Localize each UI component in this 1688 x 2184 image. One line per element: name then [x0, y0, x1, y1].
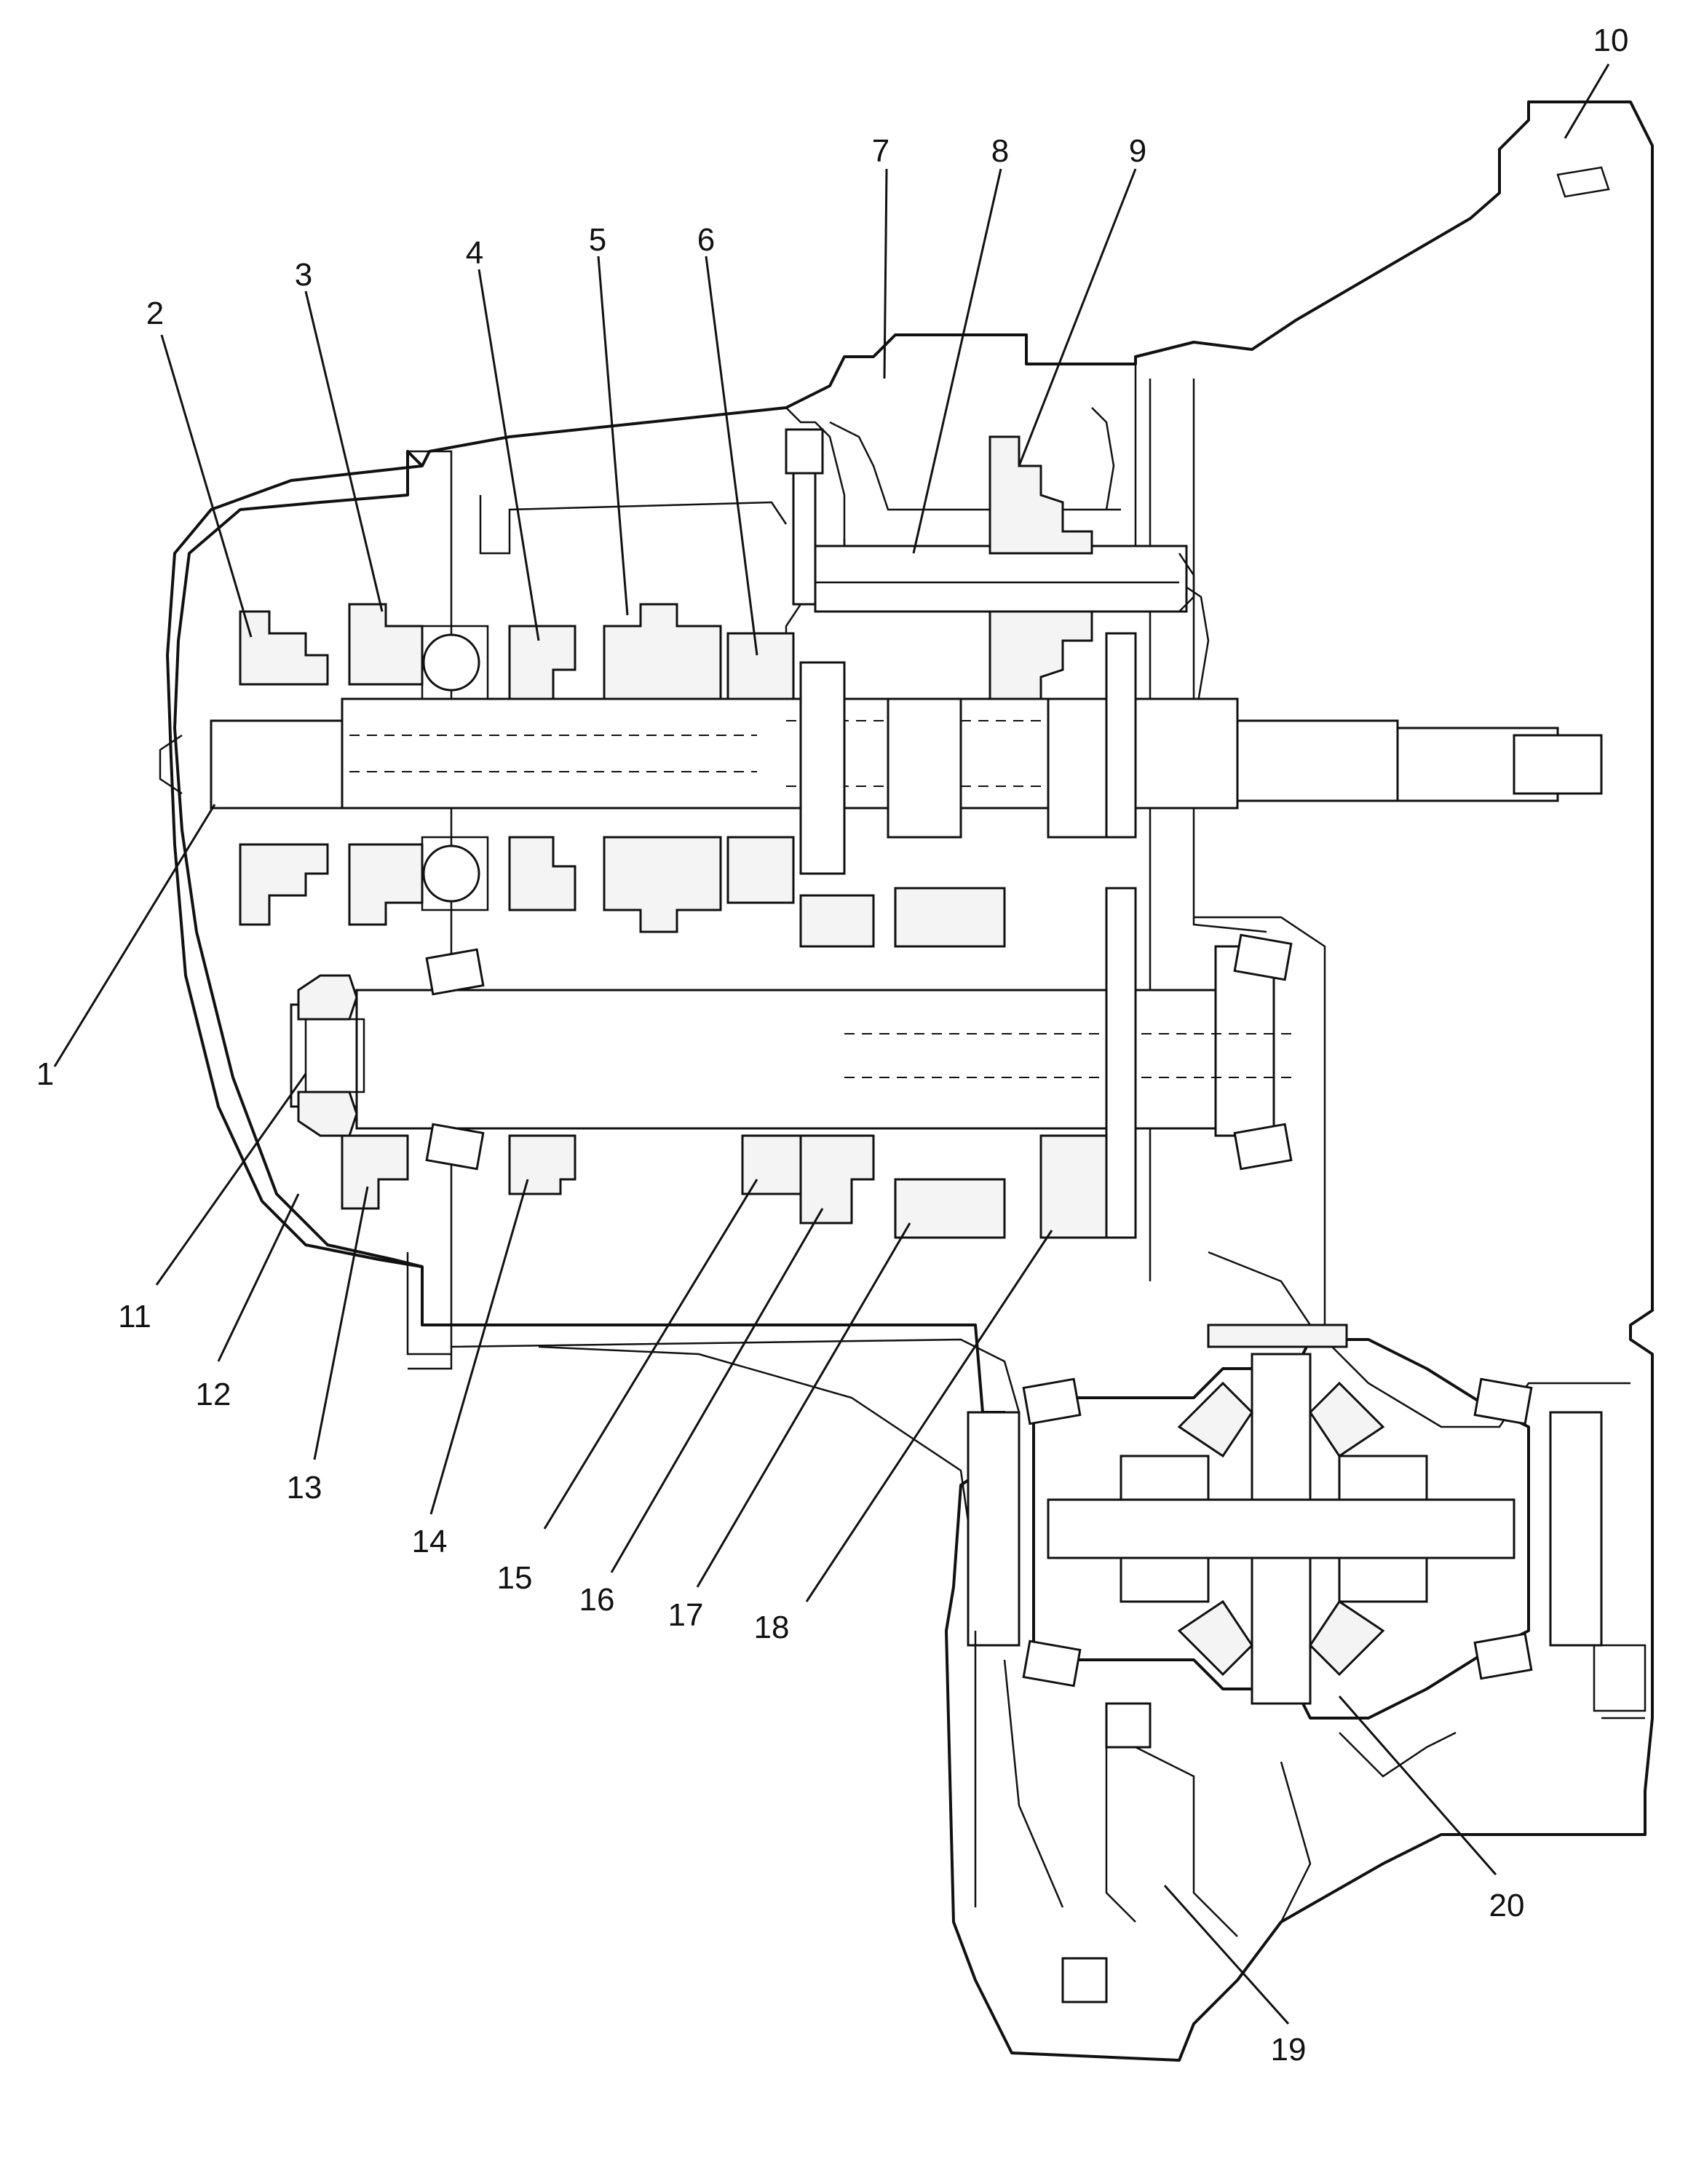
ring-gear-teeth — [1207, 1324, 1348, 1348]
transmission-housing — [159, 100, 1654, 2062]
reverse-idler-gear-upper — [988, 435, 1093, 555]
callout-13: 13 — [287, 1470, 322, 1506]
leader-10 — [1564, 63, 1610, 139]
callout-12: 12 — [196, 1377, 231, 1412]
callout-2: 2 — [146, 296, 164, 331]
callout-11: 11 — [118, 1299, 151, 1334]
gear-15 — [741, 1134, 802, 1195]
diff-right-seal — [1549, 1411, 1603, 1647]
callout-labels: 1 2 3 4 5 6 7 8 9 10 11 12 13 14 15 16 1… — [36, 23, 1629, 2068]
callout-18: 18 — [754, 1610, 790, 1645]
leader-lines — [53, 63, 1610, 2025]
pinion-gear-upper-left — [1177, 1381, 1253, 1458]
output-shaft-assembly — [290, 887, 1296, 1239]
leader-7 — [883, 168, 888, 379]
tapered-roller-upper-left — [425, 948, 485, 996]
callout-1: 1 — [36, 1056, 54, 1092]
callout-5: 5 — [589, 222, 606, 258]
gear-13 — [341, 1134, 409, 1210]
callout-19: 19 — [1271, 2032, 1307, 2068]
leader-17 — [696, 1222, 911, 1588]
leader-14 — [429, 1179, 529, 1515]
diff-left-seal — [967, 1411, 1021, 1647]
idler-bolt-shank — [792, 472, 817, 606]
leader-2 — [160, 334, 253, 638]
callout-3: 3 — [295, 257, 312, 293]
input-bearing-ball-upper — [422, 633, 480, 692]
idler-bolt-head — [785, 428, 824, 475]
gear-6-upper — [726, 632, 795, 700]
callout-15: 15 — [497, 1560, 533, 1596]
leader-16 — [610, 1208, 824, 1573]
leader-12 — [217, 1193, 300, 1362]
input-shaft-front-end — [210, 719, 344, 810]
leader-15 — [543, 1179, 758, 1530]
output-shaft-body — [355, 989, 1217, 1130]
leader-1 — [53, 804, 216, 1067]
leader-6 — [705, 256, 758, 656]
callout-17: 17 — [668, 1597, 704, 1633]
gear-3-upper — [348, 603, 424, 686]
gear-14 — [508, 1134, 576, 1195]
sync-hub-upper-left — [239, 610, 329, 686]
leader-4 — [478, 269, 540, 641]
gear-16 — [799, 1134, 875, 1224]
gear-6-web — [799, 661, 846, 875]
sync-hub-lower-left — [239, 843, 329, 926]
differential-assembly — [967, 1324, 1647, 2003]
callout-14: 14 — [412, 1524, 448, 1559]
sync-17 — [894, 1178, 1006, 1239]
callout-16: 16 — [579, 1582, 615, 1618]
reverse-idler-shaft — [785, 407, 1195, 729]
input-shaft-assembly — [210, 603, 1603, 933]
output-front-bearing — [304, 1018, 365, 1093]
callout-8: 8 — [991, 133, 1009, 169]
callout-7: 7 — [872, 133, 889, 169]
leader-9 — [1018, 168, 1137, 467]
input-bearing-ball-lower — [422, 844, 480, 903]
leader-18 — [805, 1230, 1053, 1602]
leader-5 — [597, 256, 629, 616]
callout-9: 9 — [1129, 133, 1146, 169]
leader-8 — [912, 168, 1002, 554]
leader-19 — [1163, 1884, 1290, 2025]
sync-5-upper — [603, 603, 722, 700]
gear-4-upper — [508, 625, 576, 700]
callout-6: 6 — [697, 222, 715, 258]
callout-20: 20 — [1489, 1888, 1525, 1923]
leader-13 — [313, 1186, 369, 1460]
leader-20 — [1338, 1696, 1497, 1875]
callout-10: 10 — [1593, 23, 1629, 58]
gear-18 — [1039, 1134, 1108, 1239]
tapered-roller-lower-right — [1233, 1123, 1293, 1171]
leader-3 — [304, 290, 384, 612]
callout-4: 4 — [466, 235, 483, 271]
leader-11 — [155, 1073, 307, 1286]
